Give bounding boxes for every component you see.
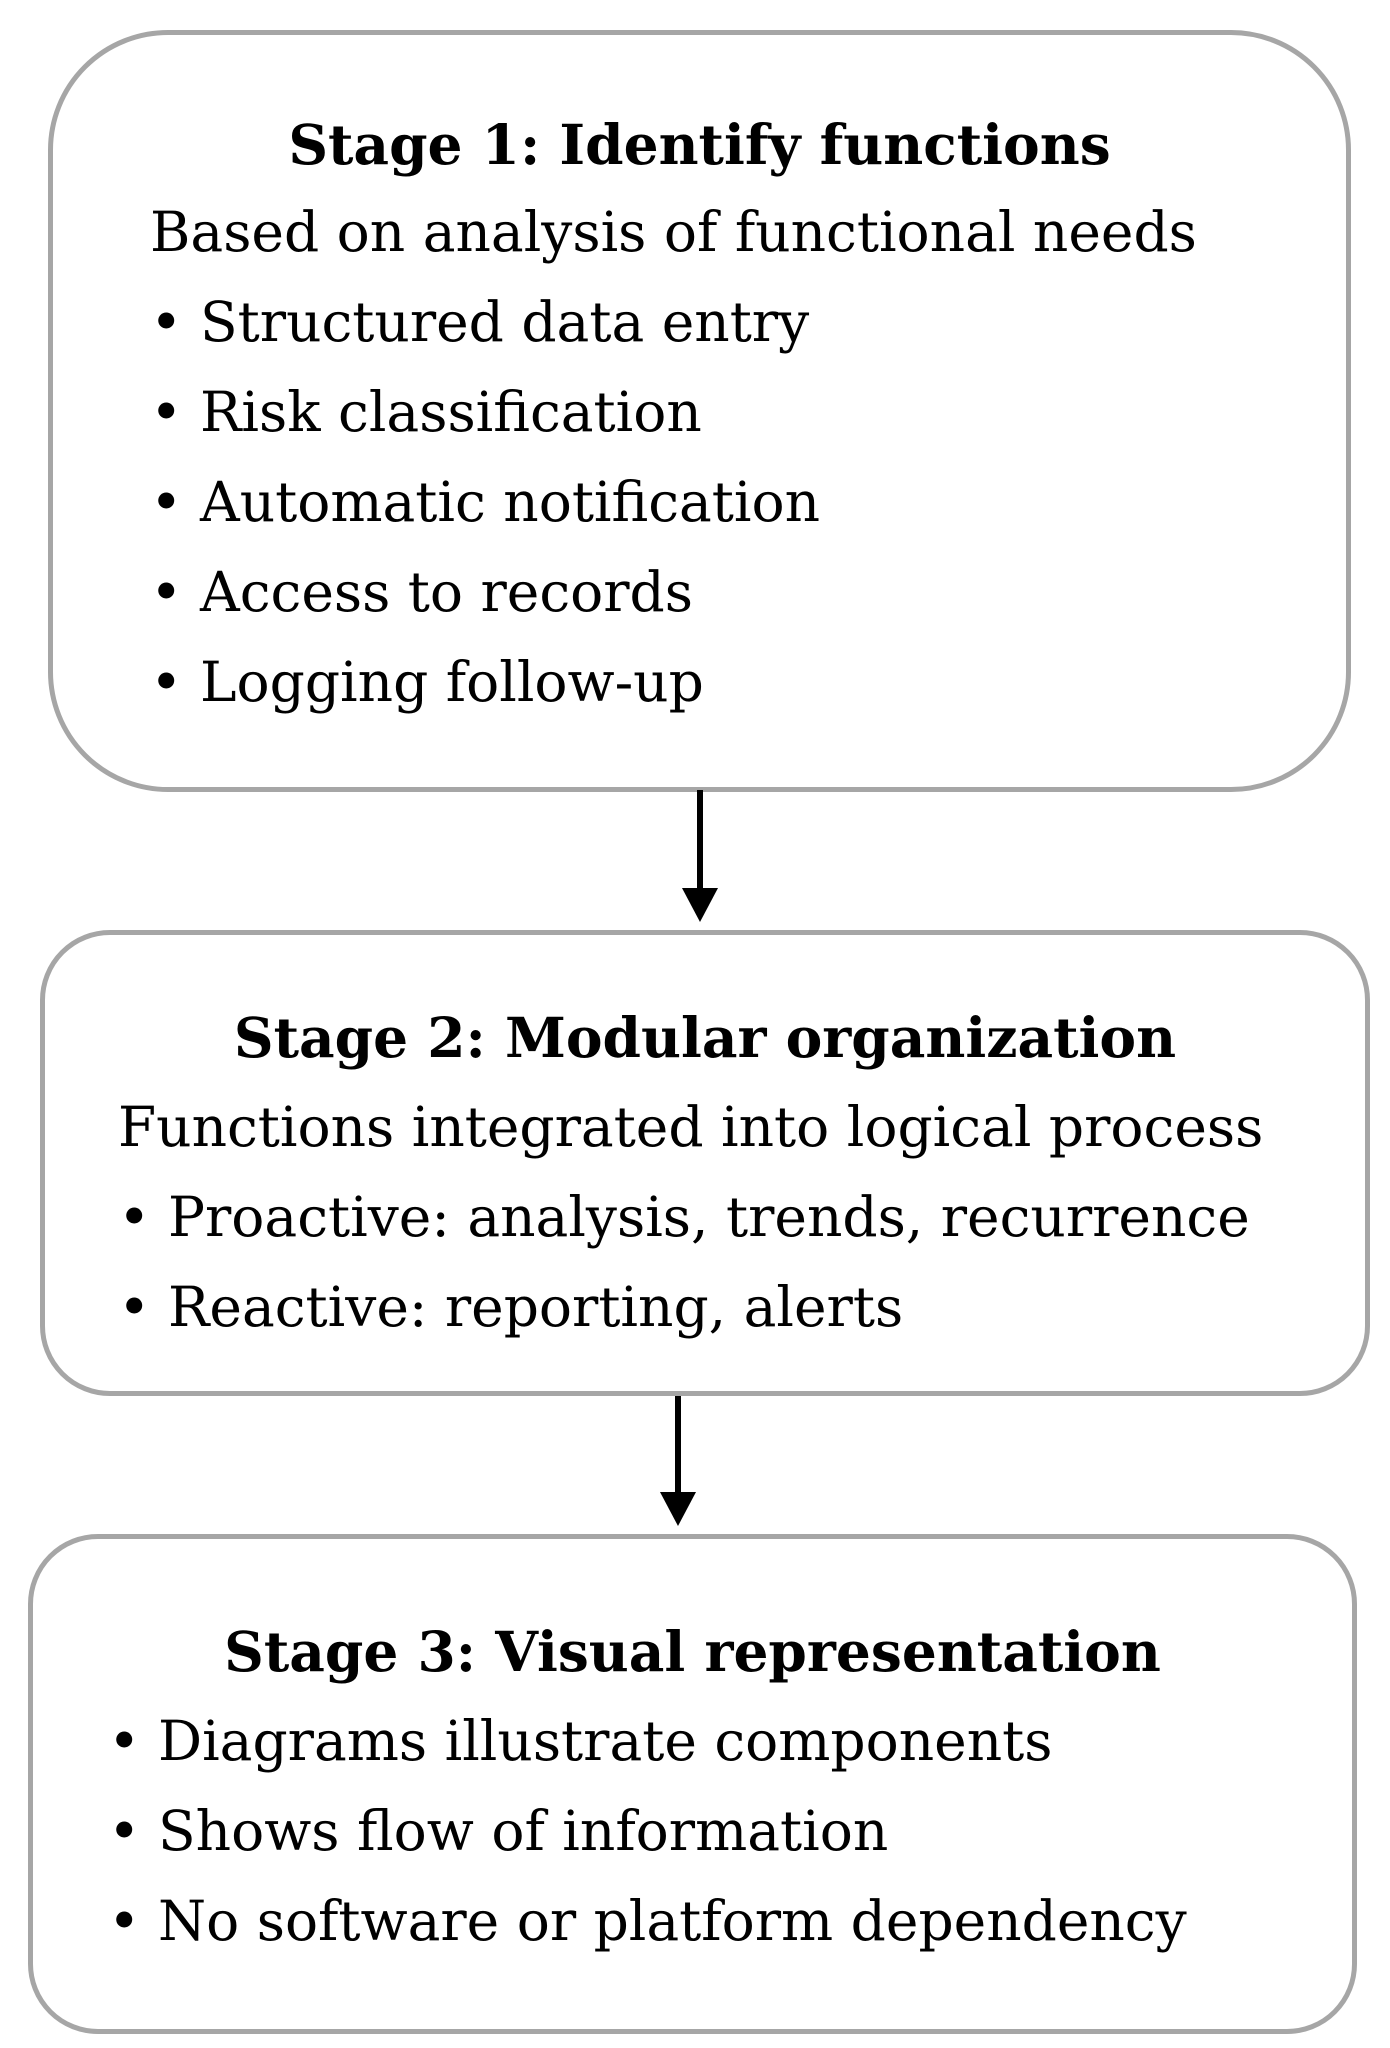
stage-3-bullet-text: Diagrams illustrate components [158, 1709, 1053, 1773]
stage-2-subtitle: Functions integrated into logical proces… [118, 1095, 1264, 1159]
stage-3-bullet: •Shows flow of information [108, 1804, 888, 1859]
arrow-head [660, 1492, 696, 1526]
bullet-icon: • [108, 1889, 141, 1953]
bullet-icon: • [150, 380, 183, 444]
bullet-icon: • [118, 1185, 151, 1249]
stage-1-title: Stage 1: Identify functions [288, 112, 1111, 177]
stage-2-bullet-text: Reactive: reporting, alerts [168, 1275, 904, 1339]
stage-3-box: Stage 3: Visual representation •Diagrams… [28, 1534, 1357, 2034]
stage-1-box: Stage 1: Identify functions Based on ana… [48, 30, 1351, 792]
stage-2-bullet: •Proactive: analysis, trends, recurrence [118, 1190, 1250, 1245]
stage-3-bullet: •No software or platform dependency [108, 1894, 1187, 1949]
arrow-down-icon [660, 1396, 696, 1526]
stage-3-bullet-text: Shows flow of information [158, 1799, 889, 1863]
stage-1-bullet-text: Automatic notification [200, 470, 821, 534]
stage-1-bullet-text: Structured data entry [200, 290, 810, 354]
stage-1-bullet-text: Risk classification [200, 380, 702, 444]
stage-1-bullet-text: Logging follow-up [200, 650, 704, 714]
stage-1-bullet: •Structured data entry [150, 295, 809, 350]
stage-1-bullet: •Logging follow-up [150, 655, 704, 710]
bullet-icon: • [150, 470, 183, 534]
stage-1-bullet-text: Access to records [200, 560, 693, 624]
stage-1-bullet: •Risk classification [150, 385, 702, 440]
stage-2-bullet-text: Proactive: analysis, trends, recurrence [168, 1185, 1250, 1249]
stage-1-bullet: •Automatic notification [150, 475, 820, 530]
bullet-icon: • [108, 1799, 141, 1863]
stage-2-bullet: •Reactive: reporting, alerts [118, 1280, 903, 1335]
stage-3-title: Stage 3: Visual representation [224, 1619, 1161, 1684]
arrow-down-icon [682, 790, 718, 922]
bullet-icon: • [150, 650, 183, 714]
stage-3-bullet: •Diagrams illustrate components [108, 1714, 1052, 1769]
bullet-icon: • [150, 560, 183, 624]
stage-2-title: Stage 2: Modular organization [233, 1005, 1177, 1070]
stage-1-subtitle: Based on analysis of functional needs [150, 200, 1197, 264]
bullet-icon: • [118, 1275, 151, 1339]
stage-2-box: Stage 2: Modular organization Functions … [40, 930, 1370, 1396]
stage-3-bullet-text: No software or platform dependency [158, 1889, 1187, 1953]
bullet-icon: • [150, 290, 183, 354]
stage-1-bullet: •Access to records [150, 565, 693, 620]
bullet-icon: • [108, 1709, 141, 1773]
arrow-head [682, 888, 718, 922]
